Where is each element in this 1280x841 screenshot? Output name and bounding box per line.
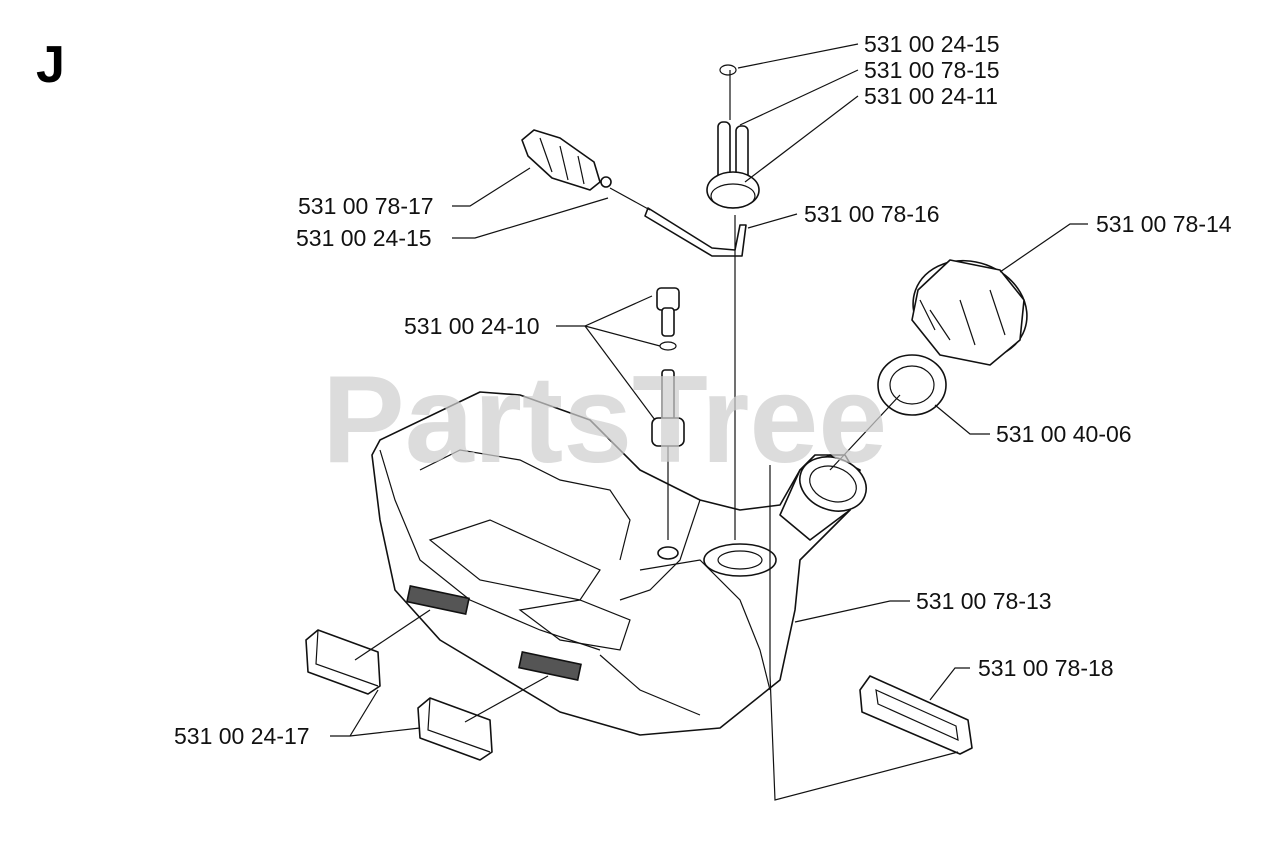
label-tank-cap: 531 00 78-14 — [1096, 211, 1232, 237]
dampers-front[interactable] — [305, 629, 493, 761]
tank-pads — [406, 584, 582, 682]
label-cap-clip: 531 00 24-15 — [864, 31, 1000, 57]
label-fuel-tank: 531 00 78-13 — [916, 588, 1052, 614]
label-vent-hoses: 531 00 78-15 — [864, 57, 1000, 83]
valve-assembly[interactable] — [651, 287, 685, 540]
damper-rear[interactable] — [859, 675, 973, 755]
label-grommet: 531 00 24-11 — [864, 83, 998, 109]
fuel-filter[interactable] — [521, 129, 612, 191]
section-letter: J — [36, 36, 65, 94]
label-filter-clip: 531 00 24-15 — [296, 225, 432, 251]
label-fuel-line: 531 00 78-16 — [804, 201, 940, 227]
fuel-tank[interactable] — [371, 391, 874, 736]
fuel-line[interactable] — [609, 187, 747, 257]
label-valve-assembly: 531 00 24-10 — [404, 313, 540, 339]
watermark: PartsTree — [322, 351, 887, 489]
label-cap-gasket: 531 00 40-06 — [996, 421, 1132, 447]
label-dampers-front: 531 00 24-17 — [174, 723, 310, 749]
tank-cap[interactable] — [899, 245, 1041, 375]
leader-lines — [330, 43, 1088, 801]
label-damper-rear: 531 00 78-18 — [978, 655, 1114, 681]
label-fuel-filter: 531 00 78-17 — [298, 193, 434, 219]
